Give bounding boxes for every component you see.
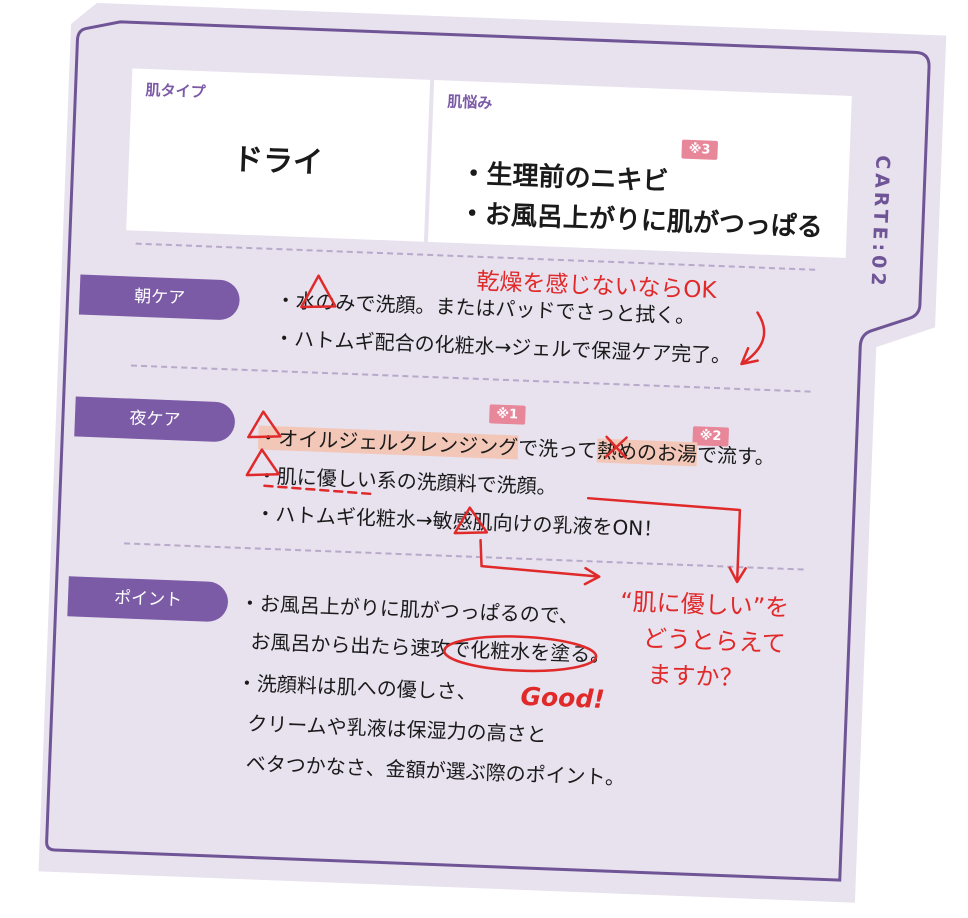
arrow-right-connector <box>586 496 747 584</box>
triangle-mark <box>247 410 282 439</box>
question-note-line-3: ますか？ <box>646 660 744 693</box>
question-note-line-1: “肌に優しい”を <box>619 587 790 622</box>
arrow-to-question <box>479 538 601 586</box>
dashed-underline <box>263 484 372 496</box>
good-note: Good! <box>520 681 606 714</box>
triangle-mark <box>300 274 337 309</box>
triangle-mark <box>453 506 489 535</box>
triangle-mark <box>245 448 281 477</box>
circle-mark <box>443 635 598 673</box>
cross-mark <box>604 435 628 459</box>
arrow-to-morning <box>740 311 766 366</box>
question-note-line-2: どうとらえて <box>642 624 787 658</box>
